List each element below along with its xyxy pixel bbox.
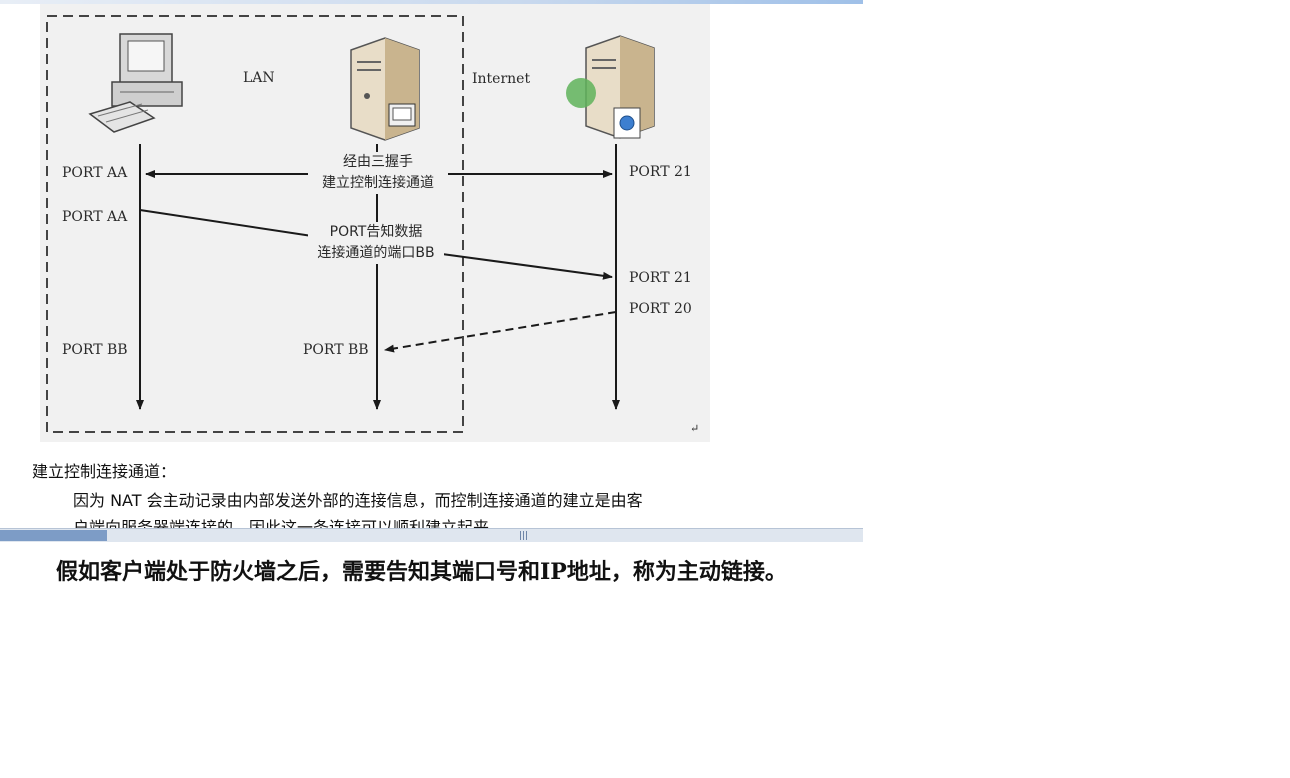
lan-boundary	[46, 15, 464, 433]
client-port-label-2: PORT AA	[62, 209, 128, 225]
nat-server-icon	[350, 37, 420, 141]
server-port-label-2: PORT 21	[629, 270, 692, 286]
nat-port-label: PORT BB	[303, 342, 369, 358]
pointer-highlight	[566, 78, 596, 108]
lan-label: LAN	[243, 70, 275, 86]
ftp-active-mode-diagram: LAN Internet PORT AA PORT AA PORT BB POR…	[40, 4, 710, 442]
port-command-arrow-start	[139, 209, 313, 237]
client-computer-icon	[88, 33, 183, 133]
client-port-label-1: PORT AA	[62, 165, 128, 181]
scrollbar-grip-icon	[520, 531, 528, 540]
port-notice-annotation: PORT告知数据 连接通道的端口BB	[308, 222, 444, 264]
ftp-server-icon	[585, 35, 655, 139]
server-port-label-3: PORT 20	[629, 301, 692, 317]
window-top-bar	[0, 0, 863, 4]
handshake-line-2: 建立控制连接通道	[322, 175, 434, 191]
paragraph-line: 因为 NAT 会主动记录由内部发送外部的连接信息，而控制连接通道的建立是由客	[73, 491, 643, 510]
document-viewport[interactable]: LAN Internet PORT AA PORT AA PORT BB POR…	[0, 0, 863, 528]
slide-caption: 假如客户端处于防火墙之后，需要告知其端口号和IP地址，称为主动链接。	[56, 559, 787, 585]
server-port-label-1: PORT 21	[629, 164, 692, 180]
diagram-canvas	[46, 15, 655, 433]
paragraph-line: 户端向服务器端连接的，因此这一条连接可以顺利建立起来。	[73, 518, 506, 528]
handshake-annotation: 经由三握手 建立控制连接通道	[310, 152, 446, 194]
section-heading: 建立控制连接通道：	[32, 462, 177, 481]
paragraph-mark: ↵	[690, 422, 700, 435]
client-port-label-3: PORT BB	[62, 342, 128, 358]
handshake-line-1: 经由三握手	[343, 154, 413, 170]
port-command-arrow-end	[441, 253, 613, 280]
port-notice-line-1: PORT告知数据	[329, 224, 423, 240]
horizontal-scrollbar[interactable]	[0, 528, 863, 542]
internet-label: Internet	[472, 71, 531, 87]
scrollbar-thumb[interactable]	[0, 530, 107, 541]
data-connection-arrow	[384, 311, 617, 353]
port-notice-line-2: 连接通道的端口BB	[317, 245, 435, 261]
